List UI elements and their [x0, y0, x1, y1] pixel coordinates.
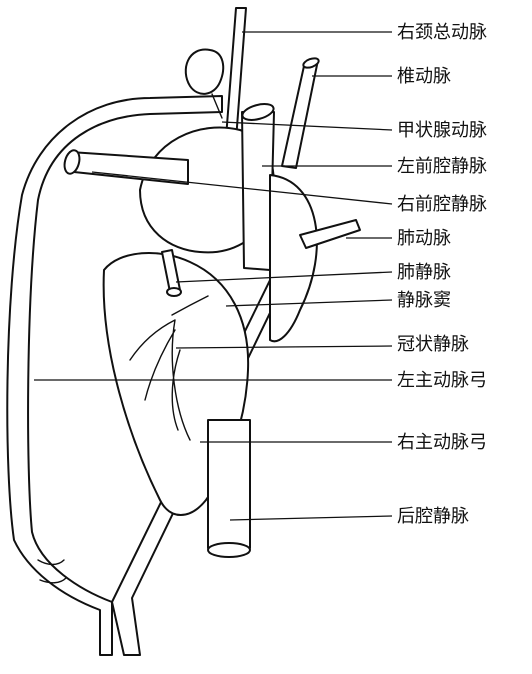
label-vertebral-artery: 椎动脉	[397, 66, 451, 88]
label-sinus-venosus: 静脉窦	[397, 290, 451, 312]
label-left-aortic-arch: 左主动脉弓	[397, 370, 487, 392]
sinus-venosus-body	[270, 175, 317, 341]
label-pulmonary-vein: 肺静脉	[397, 262, 451, 284]
label-right-aortic-arch: 右主动脉弓	[397, 432, 487, 454]
label-thyroid-artery: 甲状腺动脉	[397, 120, 487, 142]
label-right-anterior-vena-cava: 右前腔静脉	[397, 194, 487, 216]
posterior-vena-cava-vessel	[208, 420, 250, 548]
label-posterior-vena-cava: 后腔静脉	[397, 506, 469, 528]
thyroid-body	[186, 50, 223, 94]
label-right-common-carotid: 右颈总动脉	[397, 22, 487, 44]
label-left-anterior-vena-cava: 左前腔静脉	[397, 156, 487, 178]
label-pulmonary-artery: 肺动脉	[397, 228, 451, 250]
label-coronary-vein: 冠状静脉	[397, 334, 469, 356]
